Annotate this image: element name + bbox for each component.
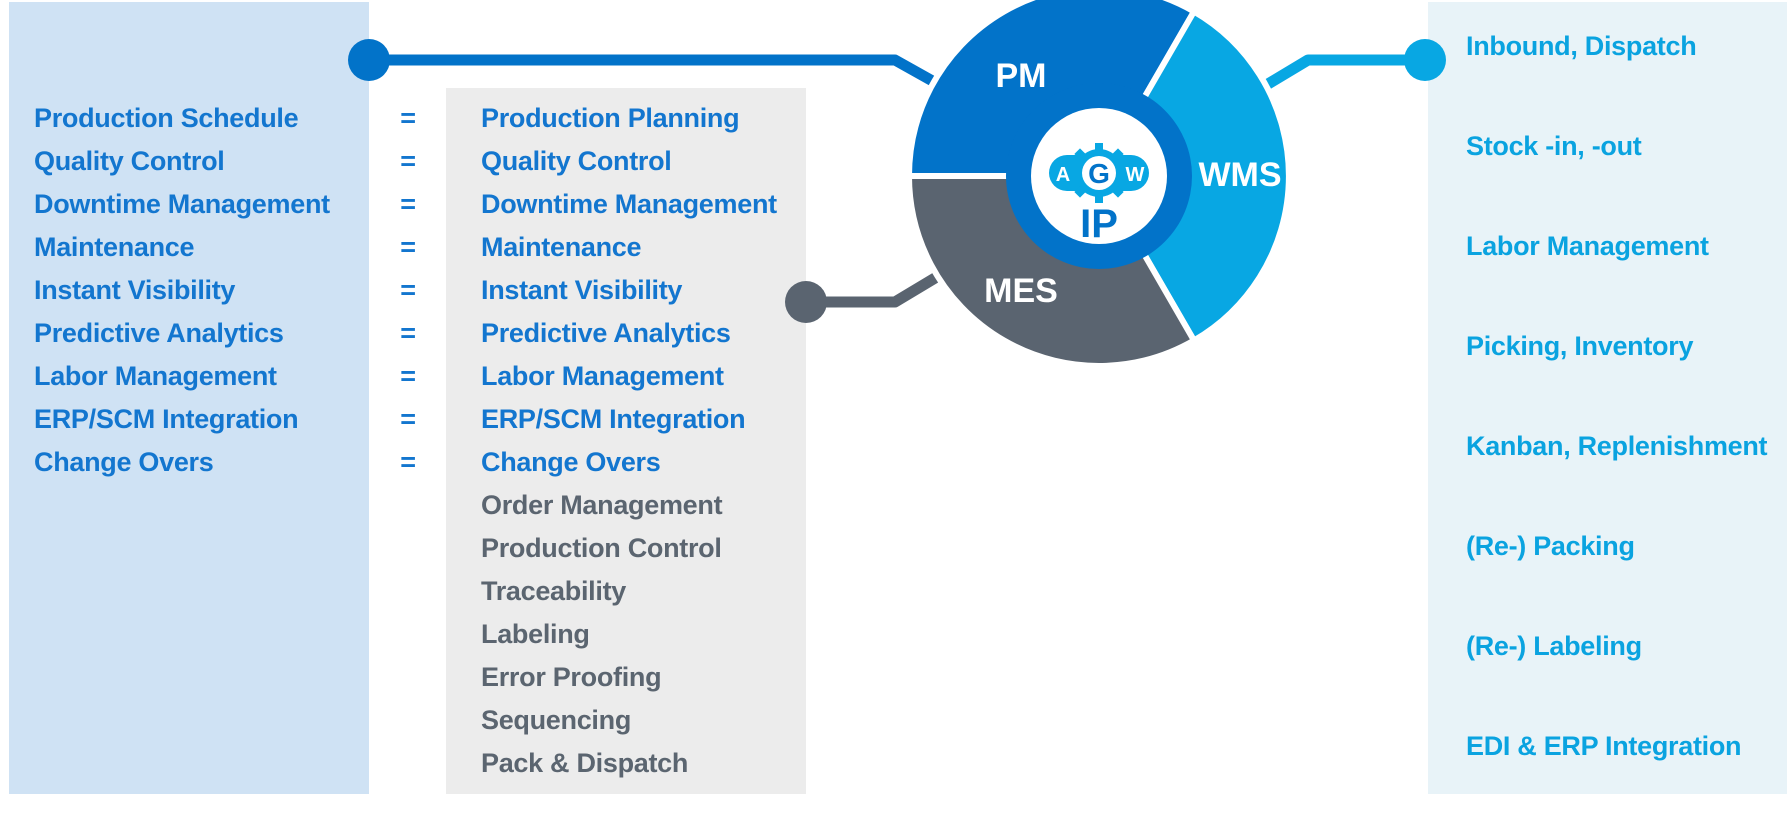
- wheel-label-wms: WMS: [1198, 156, 1281, 194]
- equivalence-column: = = = = = = = = =: [398, 97, 418, 484]
- pm-feature-item: Change Overs: [34, 447, 214, 477]
- equals-sign: =: [400, 189, 416, 219]
- wms-feature-item: (Re-) Packing: [1466, 531, 1635, 561]
- wms-panel: [1428, 2, 1787, 794]
- wms-feature-item: EDI & ERP Integration: [1466, 731, 1742, 761]
- mes-only-item: Error Proofing: [481, 662, 662, 692]
- wheel-label-mes: MES: [984, 272, 1058, 310]
- mes-only-item: Production Control: [481, 533, 722, 563]
- mes-shared-item: Quality Control: [481, 146, 672, 176]
- equals-sign: =: [400, 232, 416, 262]
- logo-letter-g: G: [1088, 158, 1110, 189]
- wms-feature-item: Inbound, Dispatch: [1466, 31, 1697, 61]
- equals-sign: =: [400, 447, 416, 477]
- mes-shared-item: Change Overs: [481, 447, 661, 477]
- mes-shared-item: Labor Management: [481, 361, 724, 391]
- mes-shared-item: ERP/SCM Integration: [481, 404, 746, 434]
- mes-shared-item: Production Planning: [481, 103, 740, 133]
- wms-feature-item: (Re-) Labeling: [1466, 631, 1642, 661]
- wms-feature-item: Stock -in, -out: [1466, 131, 1642, 161]
- equals-sign: =: [400, 103, 416, 133]
- mes-only-item: Pack & Dispatch: [481, 748, 689, 778]
- mes-panel: [446, 88, 806, 794]
- pm-feature-item: Downtime Management: [34, 189, 330, 219]
- wheel-label-pm: PM: [996, 57, 1047, 95]
- mes-shared-item: Maintenance: [481, 232, 642, 262]
- pm-feature-item: Instant Visibility: [34, 275, 236, 305]
- pm-feature-item: Maintenance: [34, 232, 195, 262]
- wms-feature-item: Labor Management: [1466, 231, 1709, 261]
- module-wheel-diagram: PM WMS MES A G W IP: [348, 0, 1446, 366]
- wms-connector: [1255, 39, 1446, 95]
- mes-only-item: Sequencing: [481, 705, 632, 735]
- mes-shared-item: Instant Visibility: [481, 275, 683, 305]
- mes-only-item: Order Management: [481, 490, 723, 520]
- logo-letter-w: W: [1126, 164, 1145, 186]
- pm-feature-list: Production Schedule Quality Control Down…: [34, 97, 330, 484]
- pm-feature-item: ERP/SCM Integration: [34, 404, 299, 434]
- mes-only-item: Traceability: [481, 576, 626, 606]
- gear-icon: [1069, 143, 1129, 203]
- equals-sign: =: [400, 404, 416, 434]
- mes-only-item: Labeling: [481, 619, 590, 649]
- logo-ip: IP: [1080, 202, 1118, 246]
- logo-letter-a: A: [1056, 164, 1070, 186]
- agw-ip-logo: A G W IP: [1049, 143, 1149, 246]
- pm-feature-item: Production Schedule: [34, 103, 299, 133]
- mes-shared-item: Predictive Analytics: [481, 318, 731, 348]
- mes-shared-item: Downtime Management: [481, 189, 777, 219]
- wms-feature-list: Inbound, Dispatch Stock -in, -out Labor …: [1466, 25, 1768, 825]
- wms-feature-item: Picking, Inventory: [1466, 331, 1694, 361]
- equals-sign: =: [400, 275, 416, 305]
- equals-sign: =: [400, 318, 416, 348]
- pm-panel: [9, 2, 369, 794]
- pm-feature-item: Quality Control: [34, 146, 225, 176]
- pm-feature-item: Labor Management: [34, 361, 277, 391]
- equals-sign: =: [400, 361, 416, 391]
- mes-connector: [785, 267, 948, 323]
- pm-feature-item: Predictive Analytics: [34, 318, 284, 348]
- equals-sign: =: [400, 146, 416, 176]
- pm-connector: [348, 39, 948, 93]
- wms-feature-item: Kanban, Replenishment: [1466, 431, 1768, 461]
- mes-feature-list: Production Planning Quality Control Down…: [481, 97, 777, 785]
